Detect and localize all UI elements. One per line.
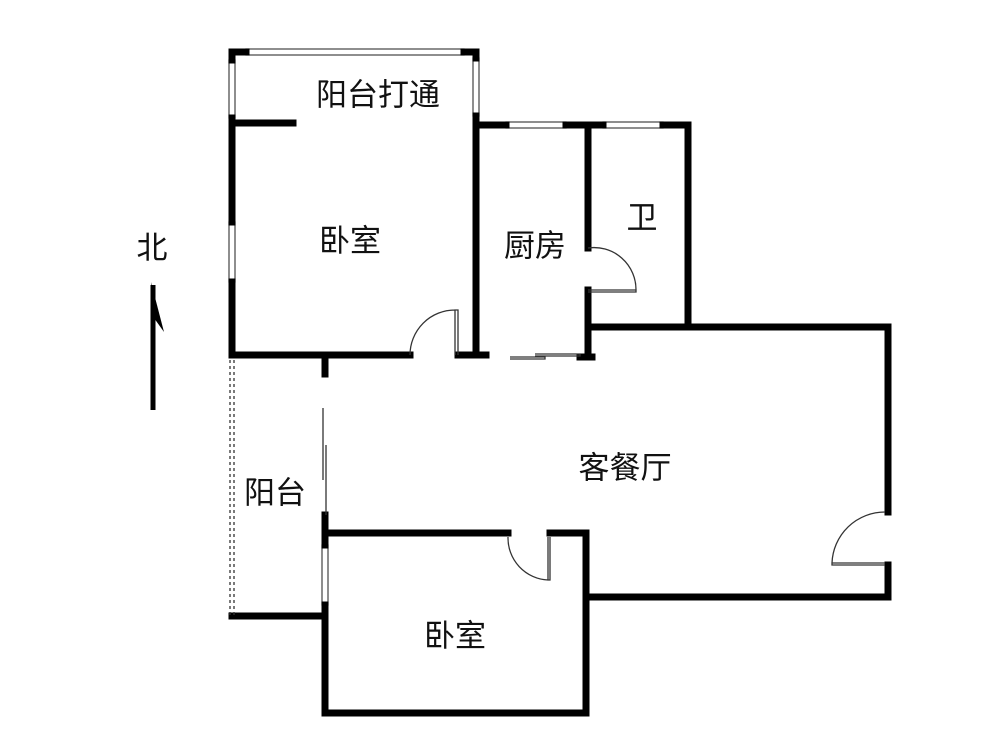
- room-label-bedroom-south: 卧室: [424, 618, 486, 655]
- walls: [228, 48, 892, 717]
- room-label-balcony: 阳台: [244, 475, 306, 512]
- balcony-railing: [229, 360, 235, 617]
- room-label-balcony-open: 阳台打通: [316, 77, 440, 114]
- room-label-bathroom: 卫: [626, 200, 658, 237]
- window-bathroom: [602, 121, 664, 129]
- window-bedroom-south: [321, 544, 329, 606]
- door-bathroom[interactable]: [587, 246, 637, 293]
- door-entrance[interactable]: [831, 511, 886, 566]
- wall-bedroom-south: [321, 511, 590, 717]
- window-balcony-right: [472, 57, 480, 117]
- wall-bedroom-west: [228, 48, 414, 359]
- room-label-kitchen: 厨房: [504, 228, 566, 265]
- north-arrow-icon: [150, 282, 164, 410]
- window-balcony-top: [245, 48, 465, 56]
- window-balcony-left: [228, 59, 236, 119]
- door-bedroom-north[interactable]: [409, 309, 459, 356]
- doors: [229, 246, 886, 617]
- compass-label: 北: [136, 230, 168, 267]
- door-bedroom-south[interactable]: [507, 536, 551, 581]
- wall-living-east: [584, 323, 892, 601]
- window-bedroom-left: [228, 221, 236, 283]
- sliding-door-kitchen[interactable]: [510, 353, 581, 360]
- room-label-bedroom-north: 卧室: [319, 223, 381, 260]
- sliding-door-balcony[interactable]: [322, 408, 327, 515]
- window-kitchen: [505, 121, 567, 129]
- room-label-living-dining: 客餐厅: [578, 450, 672, 487]
